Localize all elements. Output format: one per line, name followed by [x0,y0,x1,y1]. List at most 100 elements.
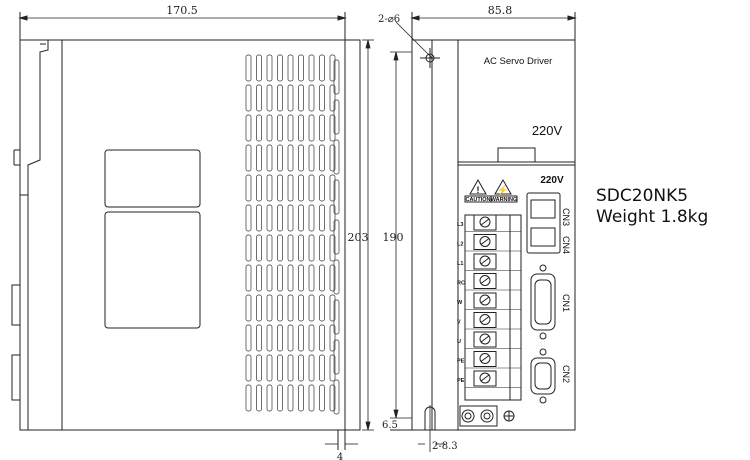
vent-slot [319,384,325,412]
vent-slot [245,54,252,82]
terminal-screw-icon [479,314,491,325]
terminal-slot [473,234,497,250]
terminal-slot [473,214,497,231]
screw-slot [480,335,490,343]
vent-slot [245,84,252,112]
vent-slot [308,204,315,232]
vent-slot [245,234,252,262]
terminal-slot [473,312,497,328]
ventilation-grille [245,54,340,415]
connector-label-cn3: CN3 [561,208,571,226]
vent-slot [319,294,325,322]
screw-slot [480,218,490,226]
vent-slot [256,204,262,232]
vent-slot [277,174,283,202]
vent-slot [308,324,315,352]
vent-slot [277,204,283,232]
dimension-bottom-left: 4 [337,452,343,460]
terminal-label: V [457,320,461,326]
vent-slot [245,384,252,412]
vent-slot [329,264,336,292]
terminal-screw-icon [479,255,491,267]
terminal-slot [473,331,497,348]
vent-slot [298,354,304,382]
vent-slot [329,144,336,172]
vent-slot [256,144,262,172]
vent-slot [277,54,283,82]
vent-slot [256,354,262,382]
vent-slot [329,84,336,112]
vent-slot [333,99,340,135]
vent-slot [329,354,336,382]
vent-slot [287,264,294,292]
vent-slot [256,294,262,322]
vent-slot [287,204,294,232]
screw-slot [480,257,490,265]
terminal-label: PE [457,359,465,365]
vent-slot [329,114,336,142]
terminal-screw-icon [479,353,491,364]
vent-slot [245,294,252,322]
vent-slot [308,144,315,172]
dimension-bottom-holes: 2-8.3 [432,441,458,452]
terminal-slot [473,273,497,289]
vent-slot [277,234,283,262]
vent-slot [256,114,262,142]
vent-slot [329,174,336,202]
vent-slot [277,114,283,142]
vent-slot [298,174,304,202]
screw-slot [480,277,490,284]
product-info: SDC20NK5 Weight 1.8kg [596,186,708,228]
vent-slot [287,114,294,142]
vent-slot [319,114,325,142]
vent-slot [256,264,262,292]
vent-slot [319,144,325,172]
vent-slot [245,324,252,352]
vent-slot [329,234,336,262]
vent-slot [245,114,252,142]
terminal-screw-icon [479,275,491,286]
dimension-height-inner: 190 [383,231,404,244]
terminal-label: U [457,339,461,345]
terminal-label: L3 [457,222,463,228]
vent-slot [266,354,273,382]
vent-slot [333,179,340,215]
vent-slot [266,294,273,322]
vent-slot [245,144,252,172]
vent-slot [319,324,325,352]
vent-slot [308,84,315,112]
vent-slot [266,264,273,292]
vent-slot [298,234,304,262]
vent-slot [256,174,262,202]
vent-slot [298,384,304,412]
vent-slot [333,379,340,415]
vent-slot [329,324,336,352]
voltage-label-top: 220V [532,123,563,138]
vent-slot [266,54,273,82]
vent-slot [287,174,294,202]
vent-slot [329,294,336,322]
vent-slot [333,299,340,335]
vent-slot [245,264,252,292]
vent-slot [319,204,325,232]
vent-slot [319,354,325,382]
vent-slot [298,264,304,292]
connector-label-cn1: CN1 [561,294,571,312]
vent-slot [287,54,294,82]
screw-slot [480,374,490,382]
vent-slot [277,384,283,412]
vent-slot [287,384,294,412]
screw-slot [480,316,490,323]
vent-slot [256,324,262,352]
terminal-screw-icon [479,294,491,306]
terminal-screw-icon [479,372,491,384]
vent-slot [308,384,315,412]
vent-slot [245,174,252,202]
vent-slot [266,234,273,262]
terminal-screw-icon [479,333,491,345]
vent-slot [277,324,283,352]
vent-slot [287,294,294,322]
terminal-label: PE [457,378,465,384]
